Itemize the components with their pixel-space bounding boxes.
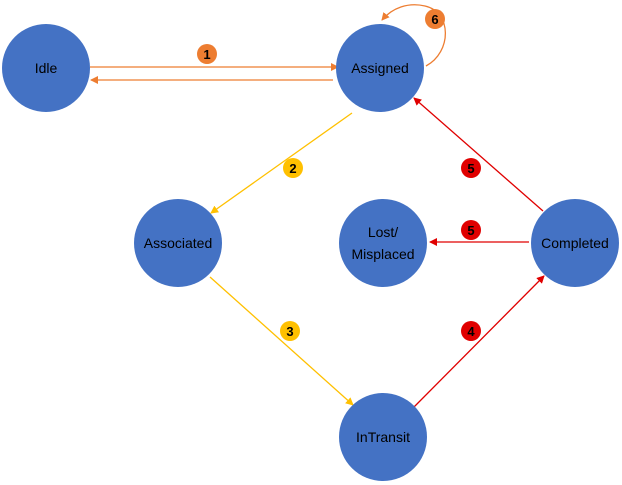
step-badge-2-label: 2	[289, 161, 296, 176]
state-intransit-label: InTransit	[356, 429, 410, 445]
step-badge-5-lower: 5	[461, 220, 481, 240]
step-badge-1: 1	[197, 44, 217, 64]
step-badge-6: 6	[425, 9, 445, 29]
state-associated-label: Associated	[144, 235, 212, 251]
step-badge-3: 3	[280, 321, 300, 341]
state-associated: Associated	[134, 199, 222, 287]
edge-completed-to-assigned	[413, 97, 544, 212]
edge-assigned-to-associated	[210, 112, 353, 214]
state-assigned-label: Assigned	[351, 60, 409, 76]
state-idle: Idle	[2, 24, 90, 112]
state-lost-misplaced: Lost/ Misplaced	[339, 199, 427, 287]
state-assigned: Assigned	[336, 24, 424, 112]
state-idle-label: Idle	[35, 60, 58, 76]
state-completed: Completed	[531, 199, 619, 287]
step-badge-4: 4	[461, 321, 481, 341]
step-badge-5-lower-label: 5	[467, 223, 474, 238]
step-badge-1-label: 1	[203, 47, 210, 62]
state-intransit: InTransit	[339, 393, 427, 481]
edge-intransit-to-completed	[413, 275, 545, 408]
step-badge-3-label: 3	[286, 324, 293, 339]
step-badge-2: 2	[283, 158, 303, 178]
state-lost-label-line2: Misplaced	[351, 246, 414, 262]
step-badge-5-upper: 5	[461, 158, 481, 178]
step-badge-4-label: 4	[467, 324, 475, 339]
step-badge-5-upper-label: 5	[467, 161, 474, 176]
step-badge-6-label: 6	[431, 12, 438, 27]
edge-associated-to-intransit	[209, 276, 354, 406]
edge-assigned-self-loop	[381, 4, 447, 67]
state-lost-label-line1: Lost/	[368, 224, 398, 240]
state-completed-label: Completed	[541, 235, 609, 251]
